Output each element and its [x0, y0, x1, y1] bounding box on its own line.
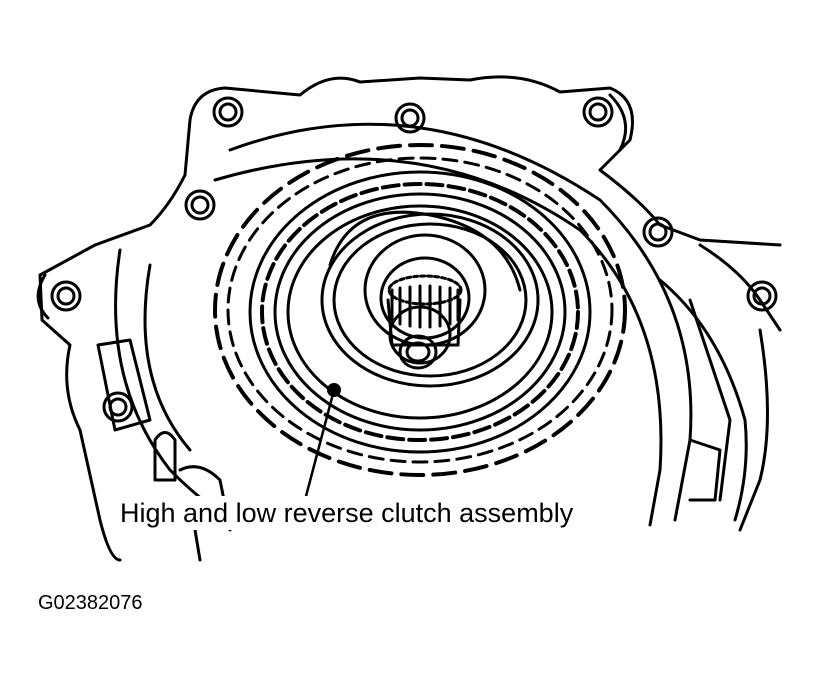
callout-label: High and low reverse clutch assembly [116, 496, 578, 530]
center-shaft [363, 233, 487, 370]
figure-id: G02382076 [38, 592, 143, 614]
callout-leader [303, 383, 341, 502]
bolt-holes [50, 96, 778, 423]
clutch-rings [213, 143, 627, 477]
transmission-housing [36, 75, 782, 562]
